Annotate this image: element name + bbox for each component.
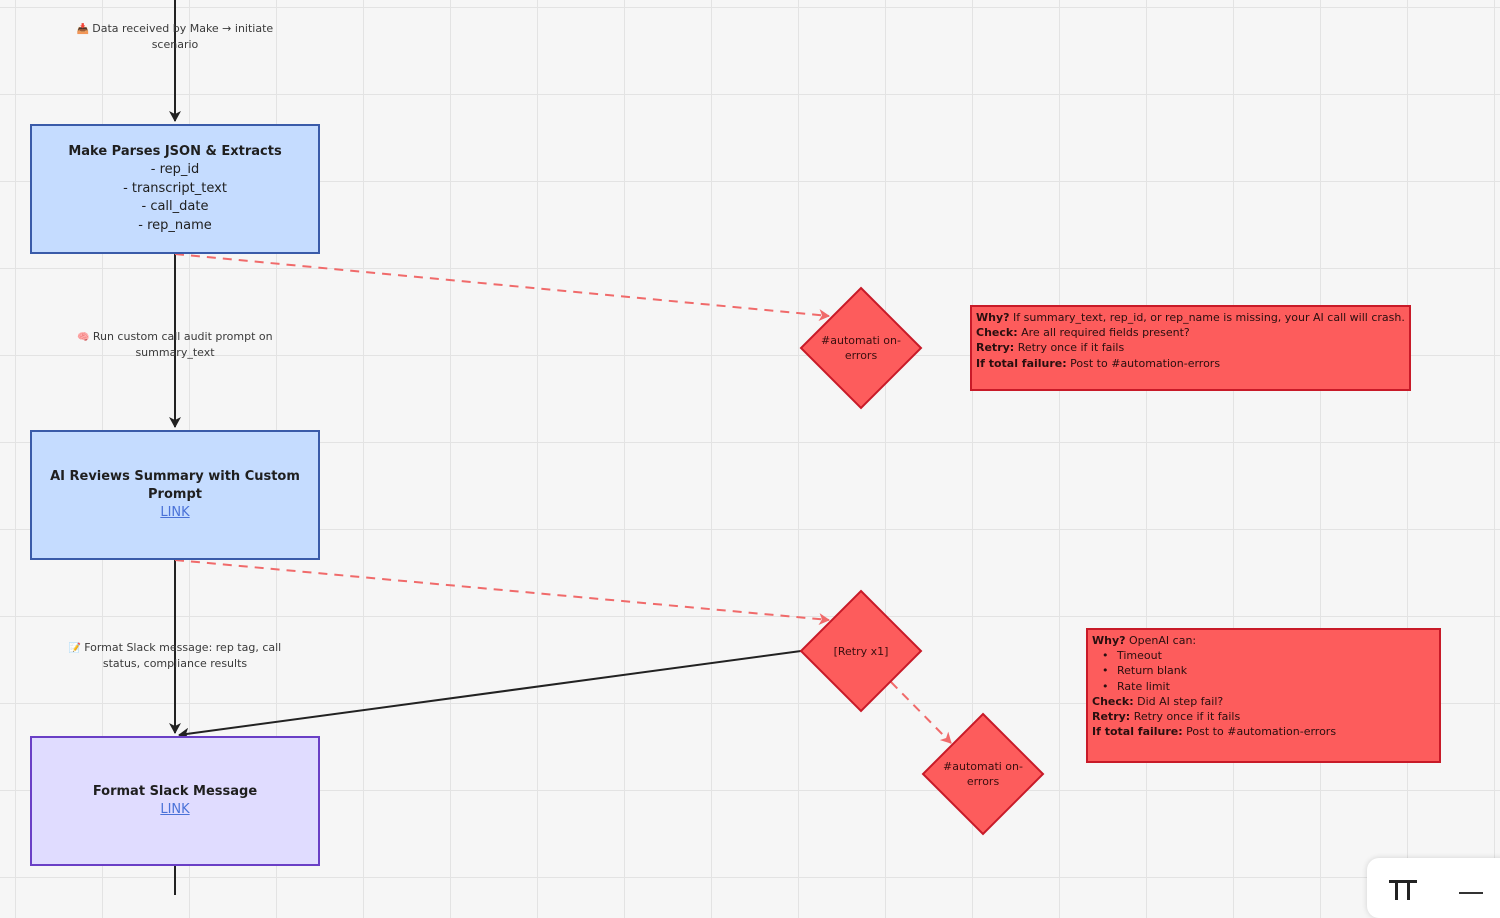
edge-label-data-received: 📥Data received by Make → initiate scenar…: [76, 22, 274, 51]
bottom-toolbar[interactable]: [1367, 858, 1500, 918]
note-why-line: Why? If summary_text, rep_id, or rep_nam…: [976, 311, 1405, 324]
node-format-slack[interactable]: Format Slack Message LINK: [30, 736, 320, 866]
node-parse-json-title: Make Parses JSON & Extracts: [68, 144, 282, 159]
node-ai-review-link[interactable]: LINK: [160, 505, 190, 520]
decision-diamond-errors-2[interactable]: [921, 712, 1045, 836]
decision-label-errors-2: #automati on-errors: [943, 760, 1023, 788]
note-retry-line: Retry: Retry once if it fails: [1092, 710, 1241, 724]
dashed-connector-retry-to-errors: [890, 681, 952, 744]
decision-label-retry: [Retry x1]: [833, 645, 889, 658]
node-ai-review-title: AI Reviews Summary with Custom Prompt: [50, 469, 300, 502]
dashed-connector-ai-to-retry: [174, 559, 830, 626]
node-format-slack-link[interactable]: LINK: [160, 802, 190, 817]
grid-layout-icon[interactable]: [1387, 876, 1427, 916]
inbox-tray-icon: 📥: [76, 24, 90, 35]
note-bullet: Return blank: [1117, 663, 1435, 678]
decision-label-errors-1: #automati on-errors: [821, 334, 901, 362]
memo-icon: 📝: [68, 643, 82, 654]
field-item: - transcript_text: [123, 180, 227, 196]
node-format-slack-title: Format Slack Message: [92, 784, 258, 799]
connector-retry-to-format: [178, 650, 802, 740]
note-failure-line: If total failure: Post to #automation-er…: [1092, 725, 1337, 739]
note-retry-line: Retry: Retry once if it fails: [976, 341, 1125, 355]
decision-diamond-retry[interactable]: [799, 589, 923, 713]
node-ai-review[interactable]: AI Reviews Summary with Custom Prompt LI…: [30, 430, 320, 560]
field-item: - call_date: [141, 199, 209, 214]
note-check-line: Check: Did AI step fail?: [1092, 694, 1224, 708]
note-why-line: Why? OpenAI can:: [1092, 634, 1197, 647]
node-parse-json[interactable]: Make Parses JSON & Extracts - rep_id - t…: [30, 124, 320, 254]
edge-label-format-slack: 📝Format Slack message: rep tag, call sta…: [68, 641, 282, 670]
flow-connectors: [169, 0, 1045, 895]
toolbar-divider: [1459, 892, 1483, 894]
decision-diamond-errors-1[interactable]: [799, 286, 923, 410]
note-failure-line: If total failure: Post to #automation-er…: [976, 356, 1221, 370]
dashed-connector-parse-to-errors: [174, 253, 830, 322]
error-note-missing-fields[interactable]: Why? If summary_text, rep_id, or rep_nam…: [970, 305, 1411, 391]
note-bullet: Rate limit: [1117, 679, 1435, 694]
field-item: - rep_name: [138, 217, 212, 233]
edge-label-run-prompt: 🧠Run custom call audit prompt on summary…: [77, 330, 273, 359]
note-check-line: Check: Are all required fields present?: [976, 326, 1190, 340]
brain-icon: 🧠: [77, 332, 90, 343]
error-note-openai[interactable]: Why? OpenAI can: Timeout Return blank Ra…: [1086, 628, 1441, 763]
note-bullet-list: Timeout Return blank Rate limit: [1092, 648, 1435, 694]
note-bullet: Timeout: [1117, 648, 1435, 663]
field-item: - rep_id: [150, 162, 200, 177]
